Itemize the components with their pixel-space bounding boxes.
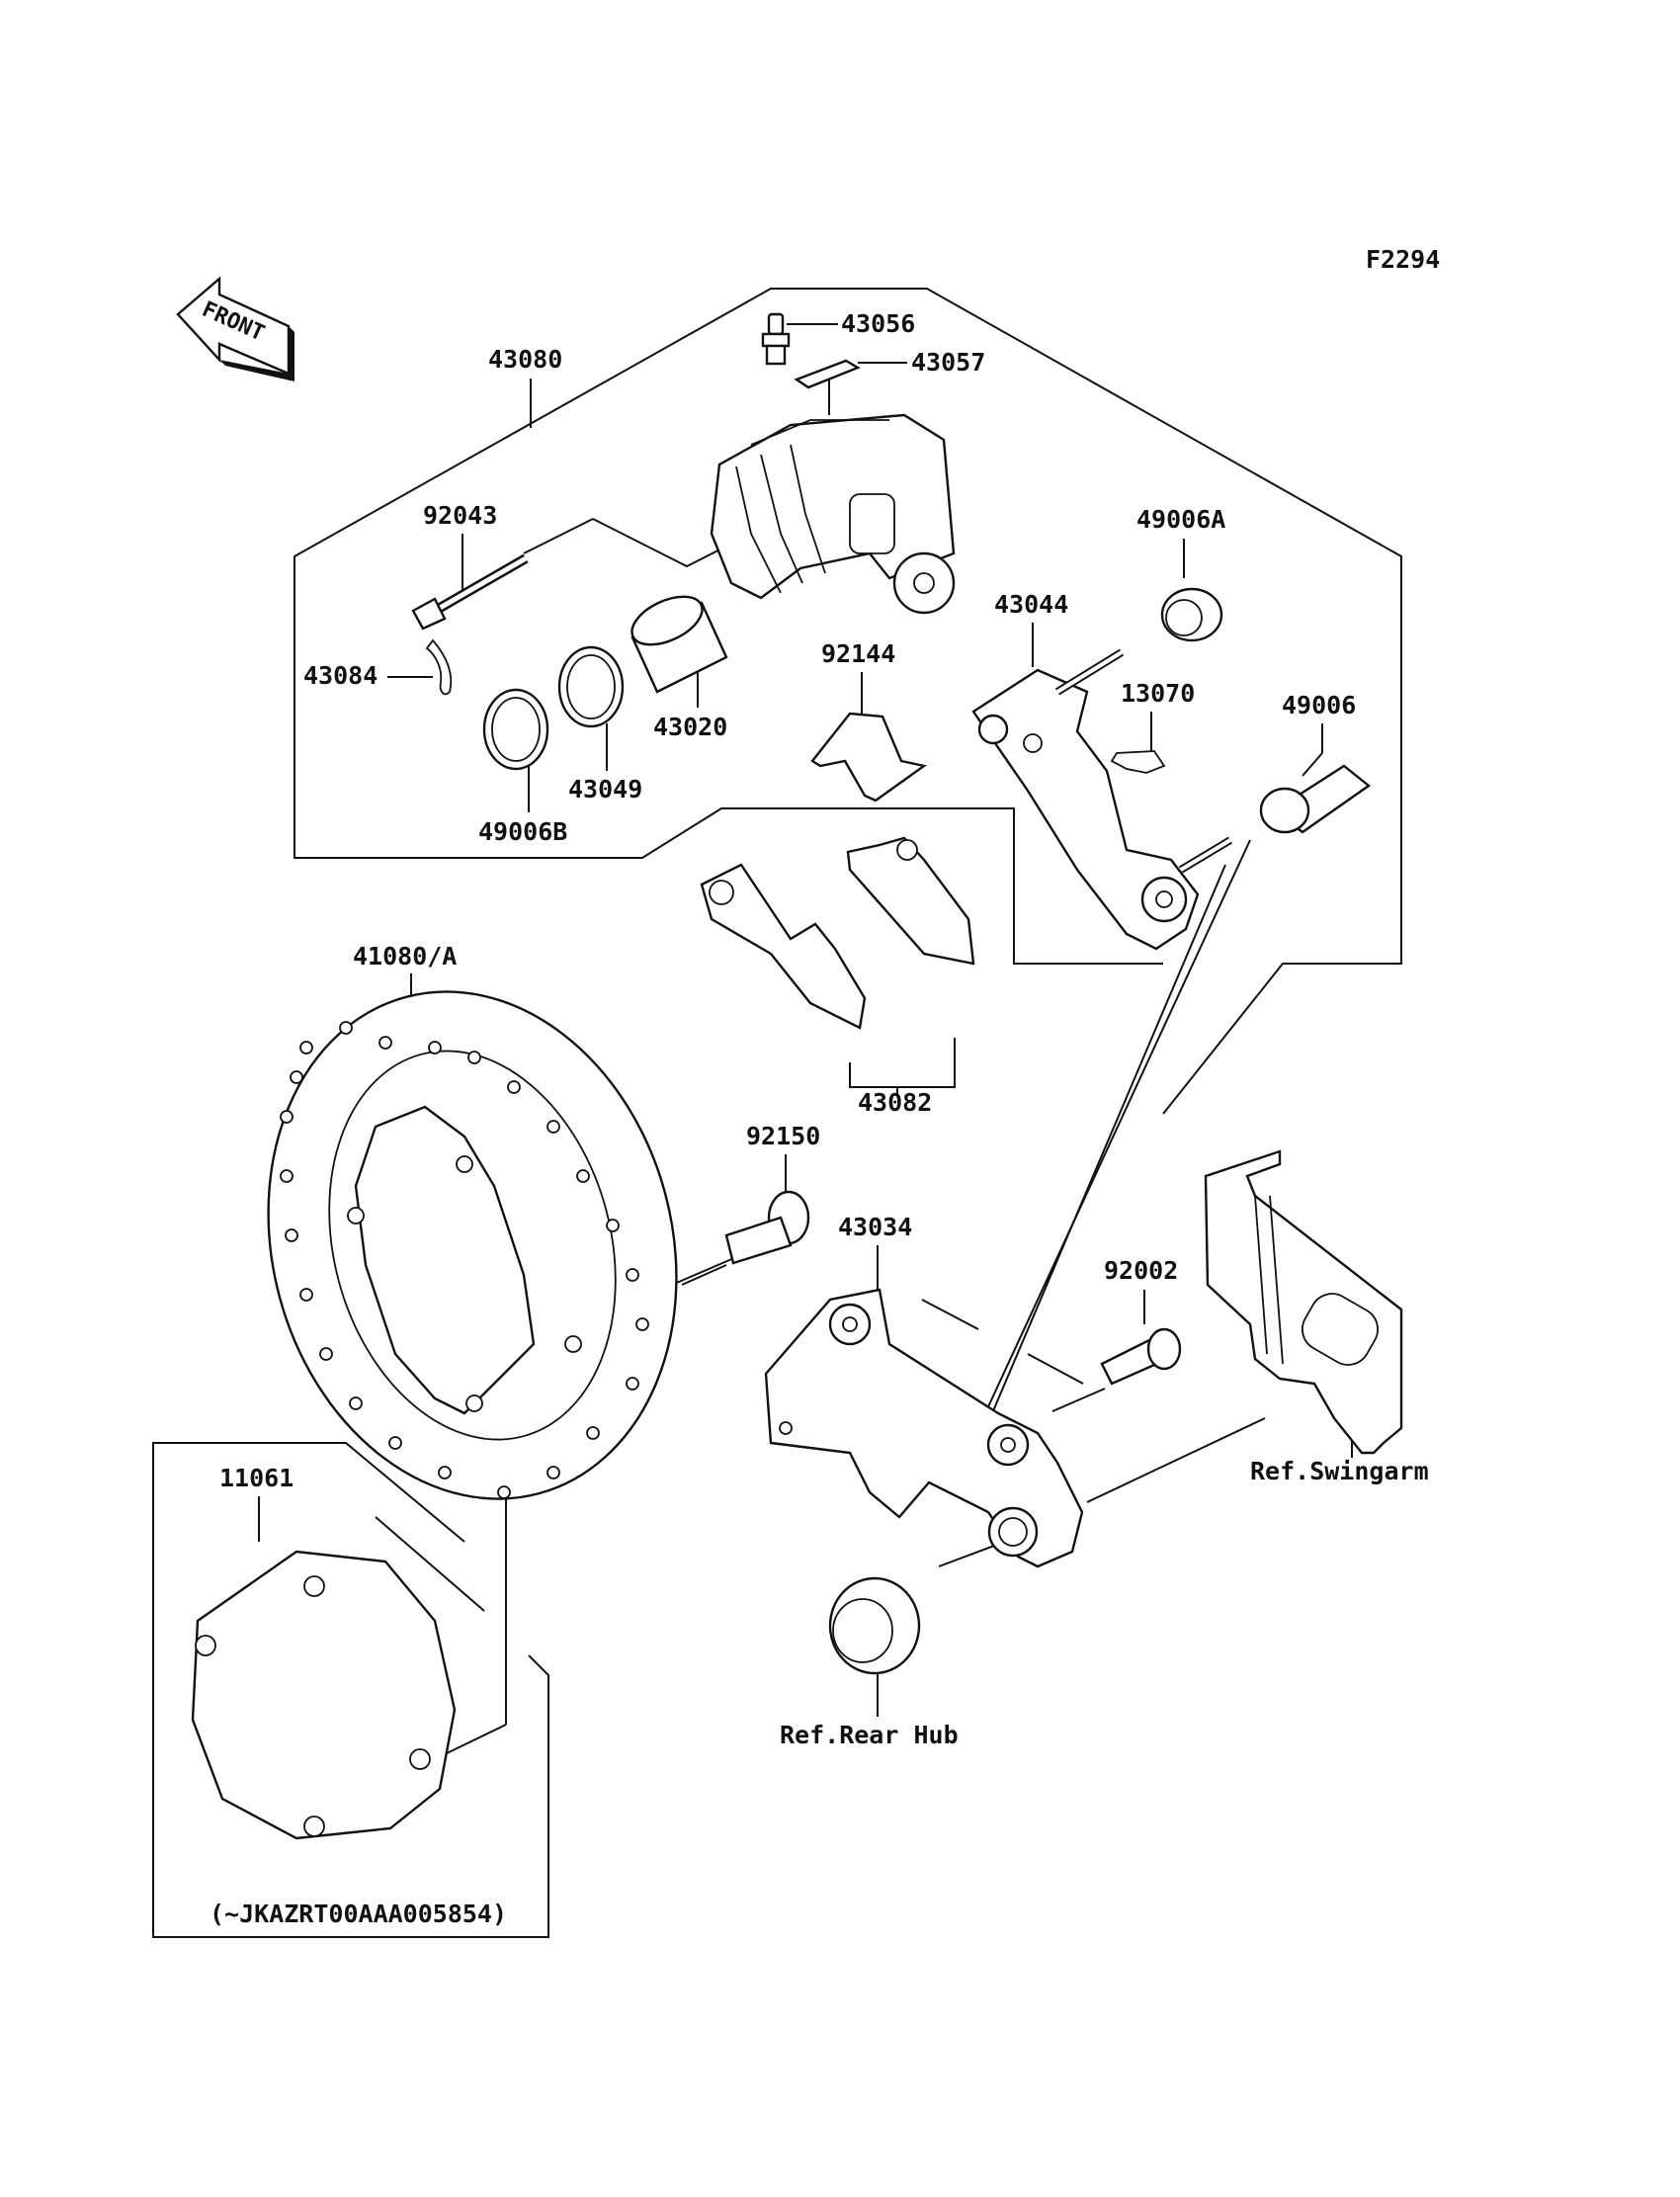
brake-disc-part [267, 990, 678, 1500]
caliper-assembly-boundary [294, 288, 1402, 1115]
label-43056: 43056 [841, 309, 915, 338]
label-43049: 43049 [568, 775, 642, 803]
boot-part [1259, 764, 1371, 834]
pin-clip-part [425, 638, 453, 696]
label-41080A: 41080/A [353, 942, 457, 971]
label-43082: 43082 [858, 1088, 932, 1117]
label-43080: 43080 [488, 345, 562, 374]
label-92150: 92150 [746, 1122, 820, 1150]
label-43057: 43057 [911, 348, 985, 377]
front-arrow-icon: FRONT [176, 276, 294, 381]
swingarm-reference [1204, 1149, 1403, 1455]
leader-lines [152, 323, 1353, 1938]
piston-seal-part [557, 645, 625, 728]
caliper-bracket-part [971, 648, 1233, 951]
label-49006B: 49006B [478, 817, 567, 846]
bracket-clip-part [1110, 750, 1166, 774]
label-43044: 43044 [994, 590, 1068, 619]
label-43034: 43034 [838, 1213, 912, 1241]
boot-a-part [1160, 587, 1223, 642]
caliper-holder-part [764, 1288, 1084, 1568]
bleeder-valve-part [761, 312, 791, 366]
figure-code: F2294 [1366, 245, 1440, 274]
pad-spring-part [810, 712, 927, 803]
caliper-body-part [710, 413, 956, 615]
brake-pads-part [700, 836, 975, 1030]
gasket-part [191, 1550, 457, 1840]
dust-seal-part [482, 688, 549, 771]
label-92144: 92144 [821, 639, 895, 668]
part-labels: 43080 43056 43057 92043 49006A 43044 430… [210, 309, 1429, 1928]
rear-hub-collar-part [828, 1576, 921, 1675]
label-ref-rear-hub: Ref.Rear Hub [780, 1721, 959, 1749]
label-49006: 49006 [1282, 691, 1356, 719]
piston-part [630, 595, 728, 694]
label-92043: 92043 [423, 501, 497, 530]
label-43020: 43020 [653, 713, 727, 741]
disc-bolt-part [724, 1190, 810, 1265]
label-43084: 43084 [303, 661, 378, 690]
label-11061: 11061 [219, 1464, 294, 1492]
bleeder-cap-part [794, 359, 861, 389]
label-serial-note: (~JKAZRT00AAA005854) [210, 1900, 507, 1928]
label-13070: 13070 [1121, 679, 1195, 708]
holder-bolt-part [1100, 1327, 1182, 1386]
label-92002: 92002 [1104, 1256, 1178, 1285]
caliper-pin-part [411, 553, 529, 631]
label-49006A: 49006A [1136, 505, 1225, 534]
label-ref-swingarm: Ref.Swingarm [1250, 1457, 1429, 1485]
